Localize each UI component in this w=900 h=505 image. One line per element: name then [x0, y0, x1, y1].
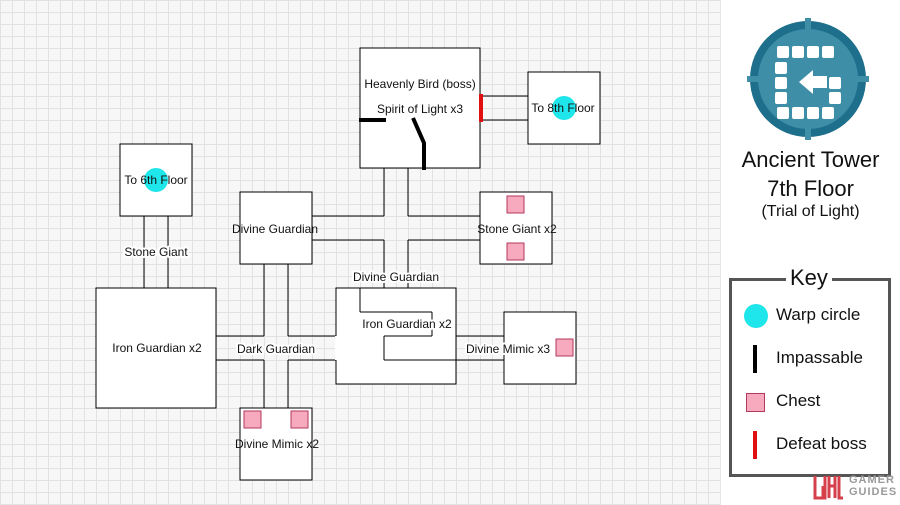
warp-circle-icon [144, 168, 168, 192]
map-title-line1: Ancient Tower [741, 147, 880, 172]
brand-line2: GUIDES [849, 486, 898, 498]
chest-icon [555, 338, 574, 357]
boss-gate-icon [742, 430, 772, 460]
label-divine-guardian: Divine Guardian [232, 222, 318, 236]
center-room-inner-walls [335, 288, 456, 361]
label-iron-guardian-center: Iron Guardian x2 [362, 317, 452, 331]
impassable-wall-icon [742, 344, 772, 374]
label-divine-mimic-x2: Divine Mimic x2 [235, 437, 319, 451]
key-item-boss: Defeat boss [732, 430, 888, 460]
brand-line1: GAMER [849, 474, 895, 486]
chest-icon [506, 242, 525, 261]
label-heavenly-bird: Heavenly Bird (boss) [364, 77, 475, 91]
key-label-chest: Chest [776, 391, 821, 410]
key-label-boss: Defeat boss [776, 434, 867, 453]
chests [243, 195, 574, 429]
gamer-guides-logo-icon [813, 476, 843, 500]
chest-icon [742, 387, 772, 417]
map-title-line2: 7th Floor [767, 176, 854, 201]
key-item-warp: Warp circle [732, 301, 888, 331]
map-title: Ancient Tower 7th Floor [721, 145, 900, 203]
label-divine-guardian-corridor: Divine Guardian [353, 270, 439, 284]
rooms [95, 47, 601, 481]
room-iron-guardian-big [95, 287, 217, 409]
warp-circle-icon [552, 96, 576, 120]
brand-text: GAMER GUIDES [849, 474, 900, 498]
room-labels: Heavenly Bird (boss) Spirit of Light x3 … [112, 77, 594, 451]
label-dark-guardian: Dark Guardian [237, 342, 315, 356]
floor-map-svg: Heavenly Bird (boss) Spirit of Light x3 … [95, 47, 601, 481]
impassable-wall-icon [411, 117, 426, 170]
map-subtitle: (Trial of Light) [761, 203, 860, 220]
label-stone-giant-x2: Stone Giant x2 [477, 222, 557, 236]
key-item-impassable: Impassable [732, 344, 888, 374]
gamer-guides-brand: GAMER GUIDES [813, 470, 899, 502]
map-key-heading: Key [786, 265, 832, 291]
barriers [359, 94, 483, 170]
key-item-chest: Chest [732, 387, 888, 417]
room-divine-guardian [239, 191, 313, 265]
label-to-8th-floor: To 8th Floor [531, 101, 594, 115]
chest-icon [243, 410, 262, 429]
warp-circle-icon [742, 301, 772, 331]
tower-logo-icon [747, 18, 869, 140]
floor-map: Heavenly Bird (boss) Spirit of Light x3 … [0, 0, 721, 505]
chest-icon [506, 195, 525, 214]
key-label-warp: Warp circle [776, 305, 861, 324]
label-iron-guardian-big: Iron Guardian x2 [112, 341, 202, 355]
label-stone-giant: Stone Giant [124, 245, 188, 259]
map-sidebar: Ancient Tower 7th Floor (Trial of Light)… [721, 0, 900, 505]
label-to-6th-floor: To 6th Floor [124, 173, 187, 187]
map-key: Key Warp circle Impassable Chest Defeat … [729, 265, 891, 477]
chest-icon [290, 410, 309, 429]
label-divine-mimic-x3: Divine Mimic x3 [466, 342, 550, 356]
key-label-impassable: Impassable [776, 348, 863, 367]
label-spirit-of-light: Spirit of Light x3 [377, 102, 463, 116]
